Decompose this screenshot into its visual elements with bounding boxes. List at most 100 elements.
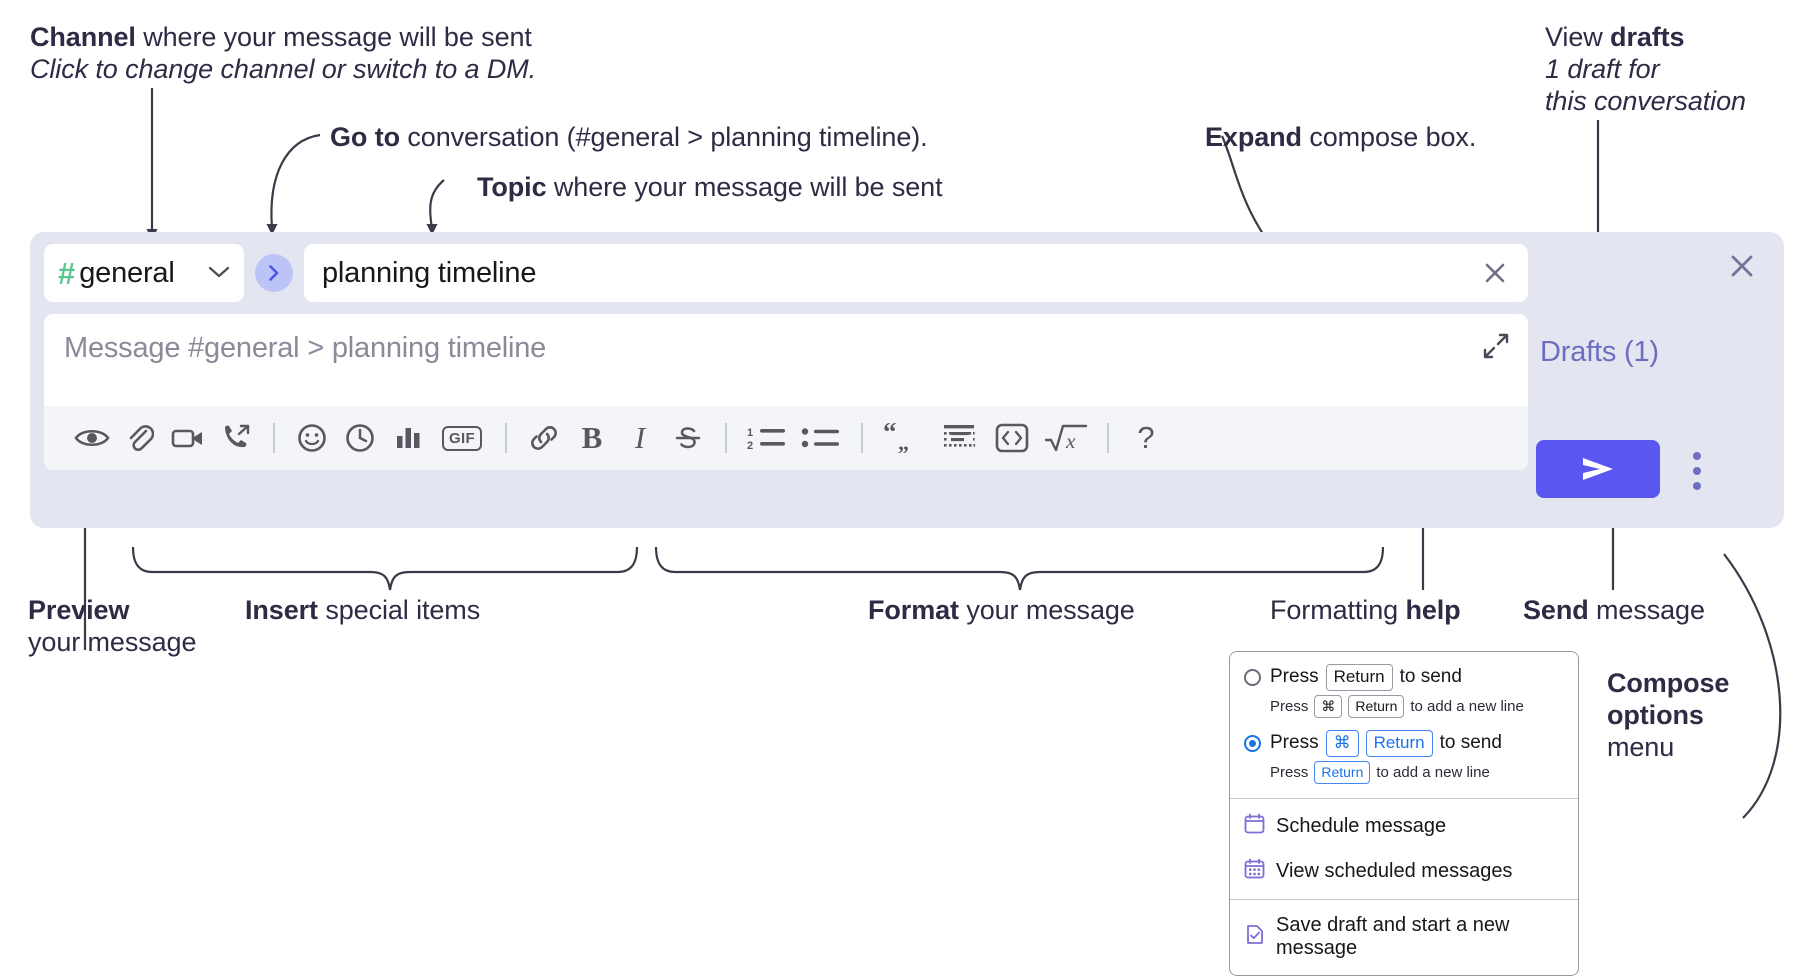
opt1-key-cmd: ⌘	[1325, 729, 1359, 757]
annotation-compose-rest: menu	[1607, 731, 1675, 762]
topic-field[interactable]: planning timeline	[304, 244, 1528, 302]
poll-icon[interactable]	[384, 414, 432, 462]
annotation-preview-bold: Preview	[28, 595, 130, 625]
annotation-topic: Topic where your message will be sent	[477, 172, 1097, 204]
message-input[interactable]: Message #general > planning timeline	[64, 332, 547, 364]
inline-code-icon[interactable]	[986, 414, 1038, 462]
svg-text:2: 2	[747, 440, 753, 451]
annotation-channel: Channel where your message will be sent …	[30, 22, 650, 86]
opt1-sub-key-return: Return	[1314, 760, 1371, 784]
clock-icon[interactable]	[336, 414, 384, 462]
video-clip-icon[interactable]	[164, 414, 212, 462]
blockquote-icon[interactable]: “„	[876, 414, 932, 462]
annotation-preview-rest: your message	[28, 626, 197, 657]
send-button[interactable]	[1536, 440, 1660, 498]
preview-icon[interactable]	[68, 414, 116, 462]
emoji-icon[interactable]	[288, 414, 336, 462]
bold-icon[interactable]: B	[568, 414, 616, 462]
calendar-grid-icon	[1244, 858, 1265, 885]
send-options-group: Press Return to send Press ⌘ Return to a…	[1230, 652, 1578, 798]
strikethrough-icon[interactable]	[664, 414, 712, 462]
radio-return[interactable]	[1244, 668, 1261, 686]
annotation-channel-rest: where your message will be sent	[135, 22, 532, 52]
send-option-cmd-return-main: Press ⌘ Return to send	[1270, 729, 1502, 757]
goto-conversation-button[interactable]	[255, 254, 293, 292]
annotation-goto-rest: conversation (#general > planning timeli…	[399, 122, 928, 152]
opt1-key-return: Return	[1365, 729, 1433, 757]
save-draft-icon	[1244, 924, 1265, 951]
help-icon[interactable]: ?	[1122, 414, 1170, 462]
annotation-topic-bold: Topic	[477, 172, 547, 202]
kebab-dot-2	[1693, 467, 1701, 475]
opt1-pre: Press	[1270, 732, 1319, 754]
menu-item-schedule-message[interactable]: Schedule message	[1230, 804, 1578, 849]
kebab-dot-3	[1693, 482, 1701, 490]
annotation-channel-italic: Click to change channel or switch to a D…	[30, 53, 537, 84]
code-block-icon[interactable]	[932, 414, 986, 462]
close-icon[interactable]	[1724, 248, 1760, 284]
annotation-format-bold: Format	[868, 595, 959, 625]
close-icon[interactable]	[1478, 256, 1512, 290]
annotation-drafts: View drafts 1 draft for this conversatio…	[1545, 22, 1814, 118]
annotation-compose-options: Compose options menu	[1607, 668, 1814, 764]
annotation-goto: Go to conversation (#general > planning …	[330, 122, 1030, 154]
send-option-cmd-return[interactable]: Press ⌘ Return to send	[1244, 729, 1564, 757]
annotation-compose-bold1: Compose	[1607, 668, 1730, 698]
calendar-icon	[1244, 813, 1265, 840]
annotation-formatting-help: Formatting help	[1270, 595, 1600, 627]
italic-icon[interactable]: I	[616, 414, 664, 462]
compose-right-cluster: Drafts (1)	[1514, 232, 1784, 528]
separator-4	[861, 423, 863, 453]
svg-text:1: 1	[747, 427, 753, 439]
separator-5	[1107, 423, 1109, 453]
annotation-send-rest: message	[1588, 595, 1705, 625]
radio-cmd-return[interactable]	[1244, 734, 1261, 752]
drafts-link[interactable]: Drafts (1)	[1540, 336, 1659, 368]
hash-icon: #	[58, 255, 76, 291]
annotation-insert-rest: special items	[317, 595, 481, 625]
compose-options-button[interactable]	[1682, 450, 1712, 492]
gif-icon[interactable]: GIF	[432, 414, 492, 462]
separator-2	[505, 423, 507, 453]
topic-value: planning timeline	[322, 256, 537, 289]
bold-label: B	[581, 420, 603, 455]
menu-item-view-scheduled[interactable]: View scheduled messages	[1230, 849, 1578, 894]
annotation-help-plain: Formatting	[1270, 595, 1406, 625]
annotation-drafts-plain: View	[1545, 22, 1611, 52]
menu-item-save-draft-label: Save draft and start a new message	[1276, 914, 1510, 960]
annotation-format: Format your message	[868, 595, 1288, 627]
kebab-dot-1	[1693, 452, 1701, 460]
attachment-icon[interactable]	[116, 414, 164, 462]
send-icon	[1583, 458, 1613, 480]
opt1-sub-post: to add a new line	[1376, 763, 1490, 781]
svg-text:„: „	[898, 430, 909, 453]
separator-3	[725, 423, 727, 453]
channel-selector[interactable]: # general	[44, 244, 244, 302]
send-option-return[interactable]: Press Return to send	[1244, 664, 1564, 691]
opt0-sub-pre: Press	[1270, 697, 1309, 715]
opt0-pre: Press	[1270, 666, 1319, 688]
annotation-channel-bold: Channel	[30, 22, 136, 52]
menu-item-schedule-label: Schedule message	[1276, 815, 1447, 838]
menu-item-save-draft[interactable]: Save draft and start a new message	[1230, 905, 1578, 969]
gif-label: GIF	[442, 425, 482, 451]
audio-clip-icon[interactable]	[212, 414, 260, 462]
italic-label: I	[634, 420, 646, 455]
bulleted-list-icon[interactable]	[794, 414, 848, 462]
opt1-sub-pre: Press	[1270, 763, 1309, 781]
opt0-key-return: Return	[1325, 664, 1393, 691]
expand-icon[interactable]	[1478, 328, 1514, 364]
channel-name: general	[79, 256, 175, 289]
send-option-return-sub: Press ⌘ Return to add a new line	[1270, 694, 1564, 718]
opt0-sub-key-return: Return	[1348, 694, 1405, 718]
link-icon[interactable]	[520, 414, 568, 462]
annotation-drafts-bold: drafts	[1610, 22, 1685, 52]
annotation-send: Send message	[1523, 595, 1813, 627]
annotation-goto-bold: Go to	[330, 122, 400, 152]
annotation-drafts-italic1: 1 draft for	[1545, 53, 1660, 84]
math-icon[interactable]: x	[1038, 414, 1094, 462]
send-option-cmd-return-sub: Press Return to add a new line	[1270, 760, 1564, 784]
opt0-post: to send	[1399, 666, 1462, 688]
menu-divider-1	[1230, 797, 1578, 800]
